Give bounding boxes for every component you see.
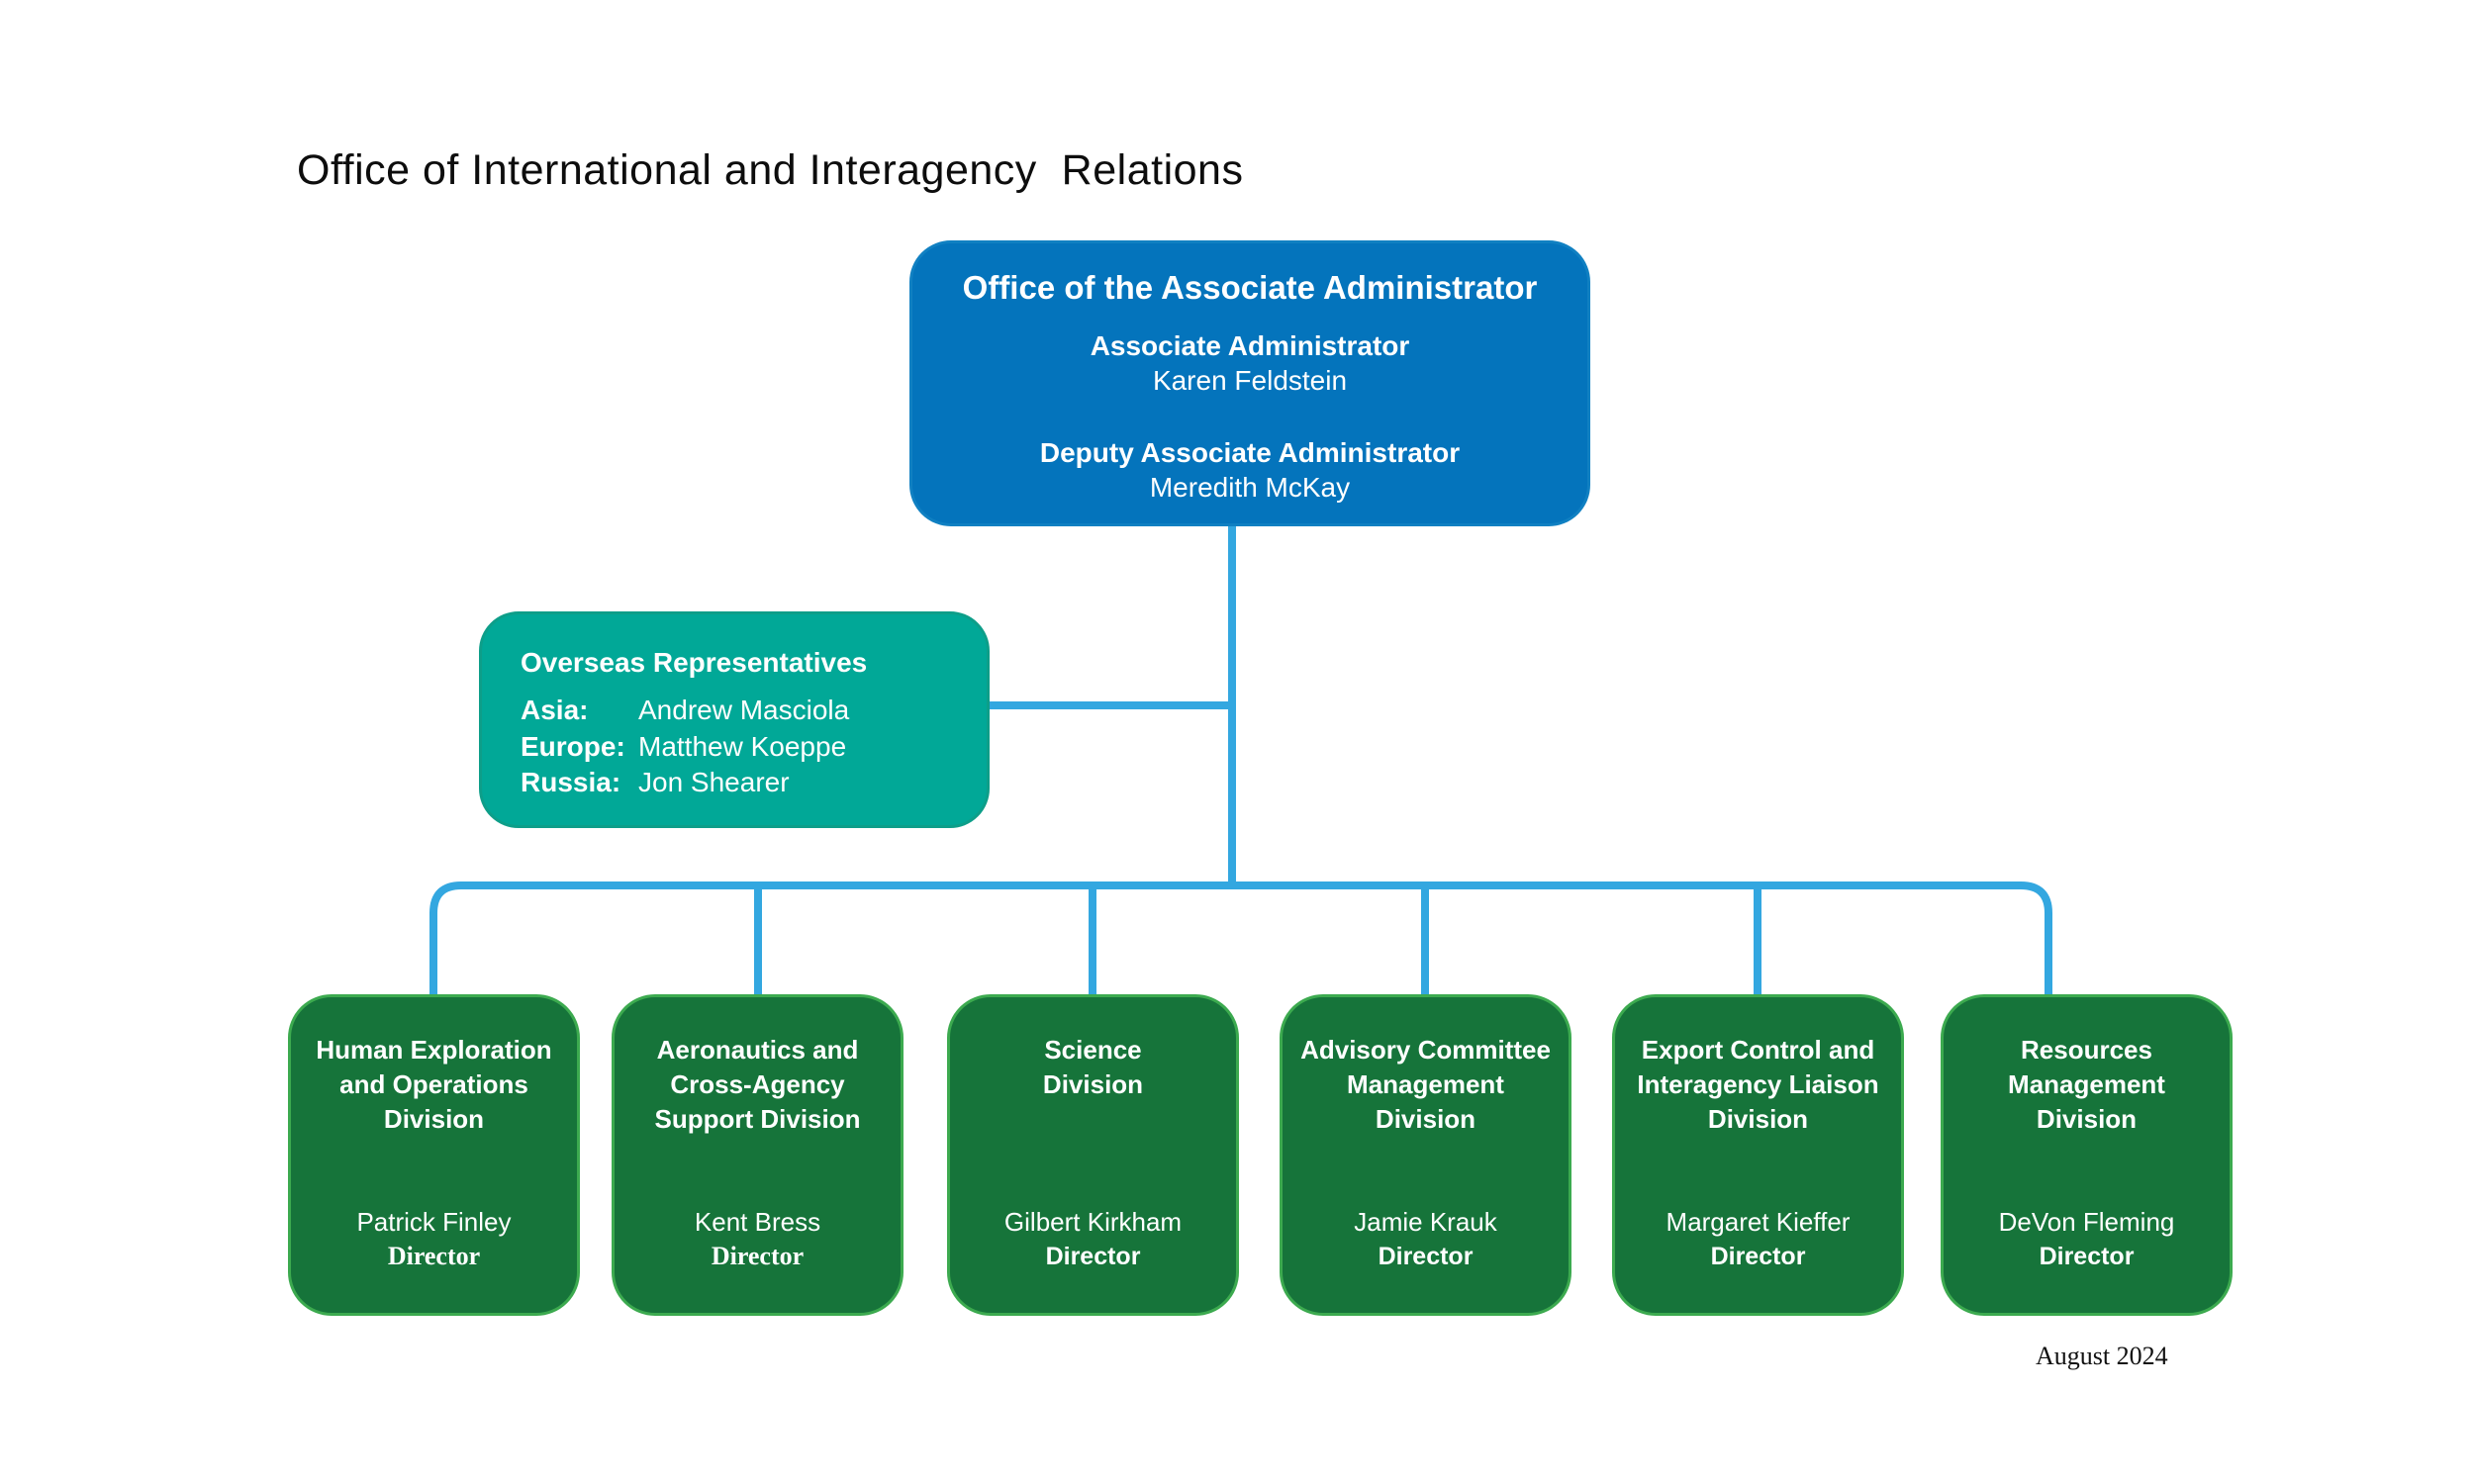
division-box-resources-management: Resources Management Division DeVon Flem… xyxy=(1941,994,2233,1316)
overseas-rep-row-europe: Europe: Matthew Koeppe xyxy=(521,729,957,766)
associate-administrator-role: Associate Administrator xyxy=(1090,330,1410,361)
root-box-title: Office of the Associate Administrator xyxy=(962,269,1538,306)
overseas-rep-row-asia: Asia: Andrew Masciola xyxy=(521,693,957,729)
overseas-representatives-box: Overseas Representatives Asia: Andrew Ma… xyxy=(479,611,990,828)
division-director-name: Margaret Kieffer xyxy=(1665,1207,1851,1237)
rep-name: Jon Shearer xyxy=(638,767,790,797)
division-director-name: DeVon Fleming xyxy=(1998,1207,2175,1237)
deputy-associate-administrator-role: Deputy Associate Administrator xyxy=(1039,437,1461,468)
rep-region-label: Asia: xyxy=(521,695,589,725)
division-box-advisory-committee-management: Advisory Committee Management Division J… xyxy=(1280,994,1571,1316)
division-box-human-exploration-and-operations: Human Exploration and Operations Divisio… xyxy=(288,994,580,1316)
division-director-entry: Gilbert Kirkham Director xyxy=(950,1205,1236,1273)
division-director-entry: Margaret Kieffer Director xyxy=(1615,1205,1901,1273)
rep-name: Andrew Masciola xyxy=(638,695,850,725)
division-director-title: Director xyxy=(2039,1243,2135,1270)
rep-region-label: Europe: xyxy=(521,730,625,762)
distribution-bus-line xyxy=(429,881,2052,994)
division-box-export-control-and-interagency-liaison: Export Control and Interagency Liaison D… xyxy=(1612,994,1904,1316)
division-box-science: Science Division Gilbert Kirkham Directo… xyxy=(947,994,1239,1316)
division-director-title: Director xyxy=(387,1242,481,1270)
division-director-entry: Kent Bress Director xyxy=(615,1205,901,1273)
division-director-title: Director xyxy=(711,1242,805,1270)
rep-name: Matthew Koeppe xyxy=(638,730,847,762)
division-director-title: Director xyxy=(1710,1243,1806,1270)
division-title: Resources Management Division xyxy=(2008,1035,2165,1134)
deputy-associate-administrator-entry: Deputy Associate Administrator Meredith … xyxy=(912,435,1587,505)
division-director-entry: Jamie Krauk Director xyxy=(1283,1205,1569,1273)
division-director-title: Director xyxy=(1045,1243,1141,1270)
page-title: Office of International and Interagency … xyxy=(297,146,1244,194)
division-director-name: Gilbert Kirkham xyxy=(1003,1207,1183,1237)
overseas-rep-row-russia: Russia: Jon Shearer xyxy=(521,765,957,801)
deputy-associate-administrator-name: Meredith McKay xyxy=(1149,472,1351,503)
rep-region-label: Russia: xyxy=(521,767,621,797)
associate-administrator-name: Karen Feldstein xyxy=(1152,365,1348,396)
division-title: Science Division xyxy=(1042,1035,1144,1099)
footer-date: August 2024 xyxy=(2036,1342,2168,1370)
division-title: Aeronautics and Cross-Agency Support Div… xyxy=(654,1035,861,1134)
division-title: Human Exploration and Operations Divisio… xyxy=(316,1035,552,1134)
division-box-aeronautics-and-cross-agency-support: Aeronautics and Cross-Agency Support Div… xyxy=(612,994,904,1316)
division-title: Export Control and Interagency Liaison D… xyxy=(1637,1035,1879,1134)
division-director-name: Patrick Finley xyxy=(356,1207,512,1237)
overseas-box-title: Overseas Representatives xyxy=(521,647,868,678)
division-title: Advisory Committee Management Division xyxy=(1300,1035,1551,1134)
division-director-name: Jamie Krauk xyxy=(1354,1207,1497,1237)
office-of-associate-administrator-box: Office of the Associate Administrator As… xyxy=(909,240,1590,526)
division-director-entry: Patrick Finley Director xyxy=(291,1205,577,1273)
associate-administrator-entry: Associate Administrator Karen Feldstein xyxy=(912,328,1587,398)
division-director-entry: DeVon Fleming Director xyxy=(1944,1205,2230,1273)
division-director-name: Kent Bress xyxy=(694,1207,821,1237)
division-director-title: Director xyxy=(1378,1243,1474,1270)
